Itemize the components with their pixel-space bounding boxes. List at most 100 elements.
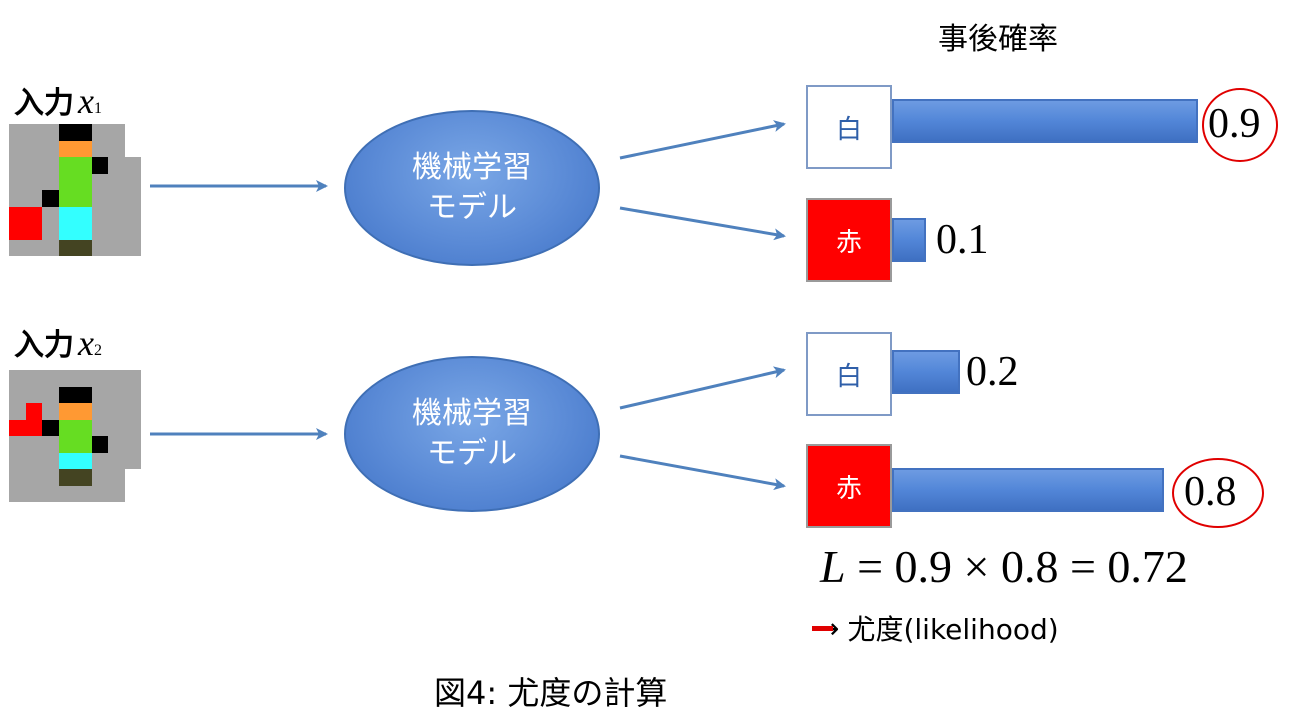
pixel — [58, 173, 75, 190]
pixel — [75, 173, 92, 190]
pixel — [75, 452, 92, 469]
pixel — [108, 436, 125, 453]
pixel — [25, 386, 42, 403]
arrow-model2-to-red — [619, 454, 786, 491]
pixel — [75, 140, 92, 157]
input-image-2 — [9, 370, 141, 502]
pixel — [42, 206, 59, 223]
pixel — [124, 485, 141, 502]
pixel — [58, 403, 75, 420]
value-label-r2-red: 0.8 — [1184, 469, 1237, 515]
highlight-circle-r2 — [1172, 458, 1264, 528]
pixel — [108, 223, 125, 240]
pixel — [42, 469, 59, 486]
arrow-model2-to-white — [619, 366, 786, 410]
class-box-red-1: 赤 — [806, 198, 892, 282]
pixel — [42, 140, 59, 157]
probability-bar-r2-red — [892, 468, 1164, 512]
input-label-1: 入力 x 1 — [14, 81, 102, 121]
probability-bar-r2-white — [892, 350, 960, 394]
pixel — [25, 124, 42, 141]
pixel — [108, 206, 125, 223]
highlight-circle-r1 — [1202, 88, 1278, 162]
pixel — [42, 452, 59, 469]
pixel — [58, 124, 75, 141]
pixel — [9, 239, 26, 256]
figure-caption: 図4: 尤度の計算 — [434, 674, 668, 712]
pixel — [9, 469, 26, 486]
pixel — [91, 223, 108, 240]
pixel — [9, 173, 26, 190]
pixel — [124, 173, 141, 190]
pixel — [108, 173, 125, 190]
pixel — [42, 239, 59, 256]
pixel — [42, 419, 59, 436]
pixel — [75, 386, 92, 403]
pixel — [25, 485, 42, 502]
pixel — [91, 485, 108, 502]
pixel — [9, 223, 26, 240]
likelihood-formula: L = 0.9 × 0.8 = 0.72 — [820, 541, 1188, 592]
pixel — [25, 173, 42, 190]
pixel — [124, 140, 141, 157]
pixel — [58, 469, 75, 486]
pixel — [108, 419, 125, 436]
pixel — [124, 452, 141, 469]
pixel — [25, 403, 42, 420]
pixel — [124, 403, 141, 420]
pixel — [42, 157, 59, 174]
pixel — [58, 206, 75, 223]
pixel — [58, 140, 75, 157]
legend-likelihood: → 尤度(likelihood) — [811, 611, 1059, 646]
pixel — [42, 124, 59, 141]
pixel — [9, 124, 26, 141]
pixel — [124, 436, 141, 453]
pixel — [75, 124, 92, 141]
pixel — [75, 190, 92, 207]
pixel — [25, 223, 42, 240]
pixel — [124, 239, 141, 256]
pixel — [108, 469, 125, 486]
pixel — [124, 370, 141, 387]
pixel — [75, 206, 92, 223]
class-box-white-1: 白 — [806, 85, 892, 169]
pixel — [75, 239, 92, 256]
pixel — [108, 124, 125, 141]
pixel — [25, 239, 42, 256]
arrow-model1-to-red — [619, 206, 786, 241]
pixel — [42, 190, 59, 207]
pixel — [91, 370, 108, 387]
pixel — [91, 419, 108, 436]
pixel — [124, 223, 141, 240]
pixel — [108, 403, 125, 420]
pixel — [91, 140, 108, 157]
pixel — [75, 469, 92, 486]
pixel — [75, 419, 92, 436]
value-label-r1-red: 0.1 — [936, 217, 989, 263]
pixel — [108, 140, 125, 157]
pixel — [58, 190, 75, 207]
pixel — [75, 157, 92, 174]
pixel — [108, 239, 125, 256]
pixel — [42, 370, 59, 387]
pixel — [58, 386, 75, 403]
pixel — [9, 140, 26, 157]
pixel — [124, 419, 141, 436]
pixel — [42, 485, 59, 502]
pixel — [108, 485, 125, 502]
pixel — [91, 403, 108, 420]
pixel — [42, 386, 59, 403]
pixel — [91, 452, 108, 469]
pixel — [108, 452, 125, 469]
pixel — [108, 157, 125, 174]
ml-model-1: 機械学習 モデル — [344, 110, 600, 266]
pixel — [42, 223, 59, 240]
pixel — [91, 157, 108, 174]
pixel — [9, 419, 26, 436]
pixel — [9, 452, 26, 469]
pixel — [9, 386, 26, 403]
pixel — [42, 173, 59, 190]
pixel — [42, 436, 59, 453]
value-label-r1-white: 0.9 — [1208, 101, 1261, 147]
